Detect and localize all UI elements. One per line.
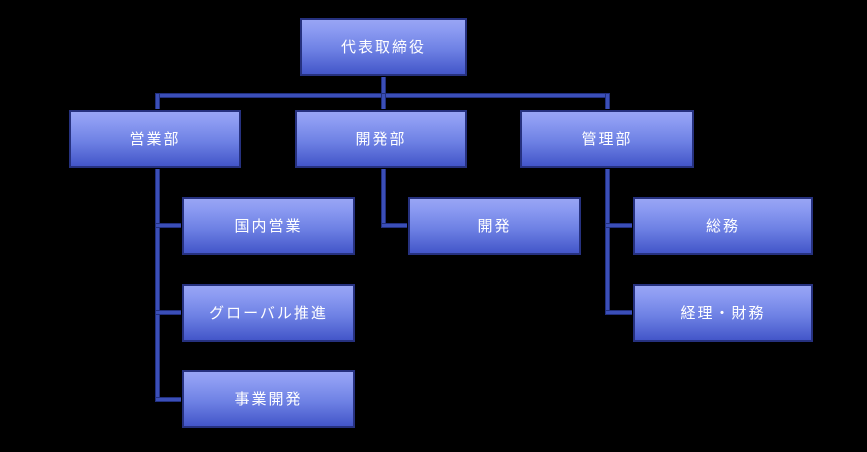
org-node-label: 管理部 bbox=[581, 129, 633, 148]
org-node-ceo[interactable]: 代表取締役 bbox=[300, 18, 467, 76]
org-node-domestic-sales[interactable]: 国内営業 bbox=[182, 197, 355, 255]
org-node-general-affairs[interactable]: 総務 bbox=[633, 197, 813, 255]
org-node-label: 営業部 bbox=[129, 129, 181, 148]
org-node-dev-dept[interactable]: 開発部 bbox=[295, 110, 467, 168]
connector-admin-trunk bbox=[605, 168, 610, 315]
org-node-label: 総務 bbox=[705, 216, 740, 235]
connector-dev-trunk bbox=[381, 168, 386, 228]
org-node-global-promotion[interactable]: グローバル推進 bbox=[182, 284, 355, 342]
connector-admin-stub-2 bbox=[605, 310, 636, 315]
connector-dev-stub-1 bbox=[381, 223, 411, 228]
org-node-label: 事業開発 bbox=[234, 389, 303, 408]
org-node-accounting-finance[interactable]: 経理・財務 bbox=[633, 284, 813, 342]
org-node-label: 開発 bbox=[477, 216, 512, 235]
connector-sales-stub-2 bbox=[155, 310, 185, 315]
connector-sales-stub-3 bbox=[155, 397, 185, 402]
connector-sales-trunk bbox=[155, 168, 160, 402]
connector-admin-stub-1 bbox=[605, 223, 636, 228]
org-node-admin-dept[interactable]: 管理部 bbox=[520, 110, 694, 168]
org-node-label: 代表取締役 bbox=[340, 37, 426, 56]
org-node-development[interactable]: 開発 bbox=[408, 197, 581, 255]
org-node-sales-dept[interactable]: 営業部 bbox=[69, 110, 241, 168]
org-node-label: グローバル推進 bbox=[209, 303, 328, 322]
connector-sales-stub-1 bbox=[155, 223, 185, 228]
org-node-business-development[interactable]: 事業開発 bbox=[182, 370, 355, 428]
org-node-label: 国内営業 bbox=[234, 216, 303, 235]
org-node-label: 経理・財務 bbox=[680, 303, 766, 322]
org-node-label: 開発部 bbox=[355, 129, 407, 148]
